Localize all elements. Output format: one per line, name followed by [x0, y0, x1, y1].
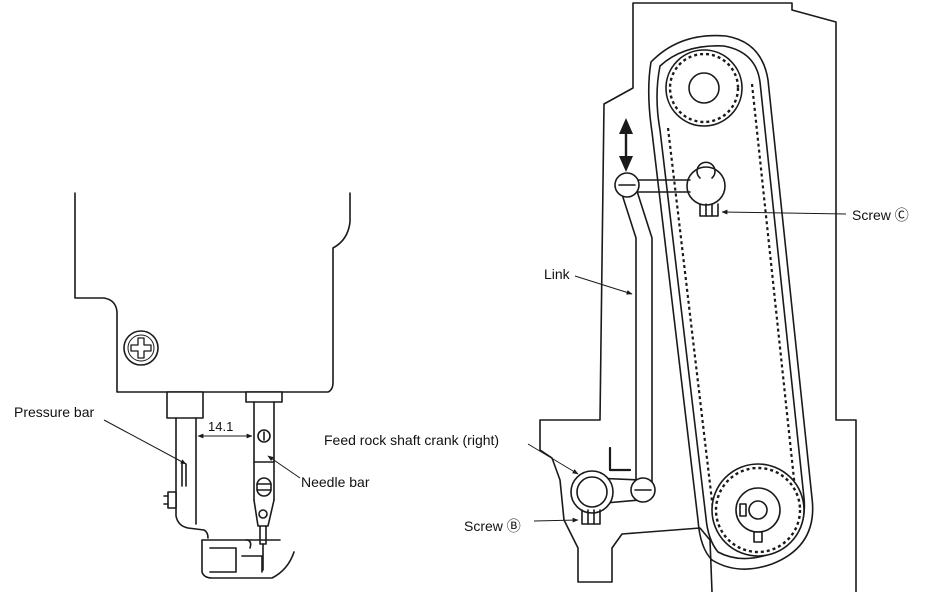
corner-bracket	[608, 446, 632, 472]
feed-rock-shaft-crank	[570, 470, 656, 525]
needle-bar-label: Needle bar	[301, 474, 370, 490]
screw-b-leader	[533, 517, 579, 523]
feed-rock-shaft-crank-leader	[527, 443, 579, 475]
dimension-label: 14.1	[208, 419, 233, 434]
double-arrow-icon	[619, 118, 633, 172]
right-view: Screw Ⓒ Link Feed rock shaft crank (righ…	[324, 2, 909, 592]
pressure-bar-leader	[103, 419, 187, 465]
screw-c-leader	[721, 209, 847, 215]
left-view: 14.1 Pressure bar Needle bar	[14, 192, 370, 579]
needle-bar	[245, 391, 283, 571]
feed-rock-shaft-crank-label: Feed rock shaft crank (right)	[324, 432, 499, 448]
needle-bar-leader	[267, 455, 301, 479]
gear-icon	[665, 49, 743, 127]
presser-foot	[201, 539, 295, 579]
link-label: Link	[544, 266, 571, 282]
lower-gear-icon	[711, 463, 805, 557]
link-rod	[614, 172, 691, 483]
screw-c-label: Screw Ⓒ	[852, 207, 909, 223]
screw-c-clamp	[686, 161, 726, 217]
screw-b-label: Screw Ⓑ	[464, 518, 521, 534]
phillips-screw-icon	[123, 330, 159, 366]
machine-head-outline	[74, 192, 351, 393]
pressure-bar-label: Pressure bar	[14, 404, 94, 420]
link-leader	[574, 275, 633, 295]
dimension-marker	[195, 420, 255, 442]
